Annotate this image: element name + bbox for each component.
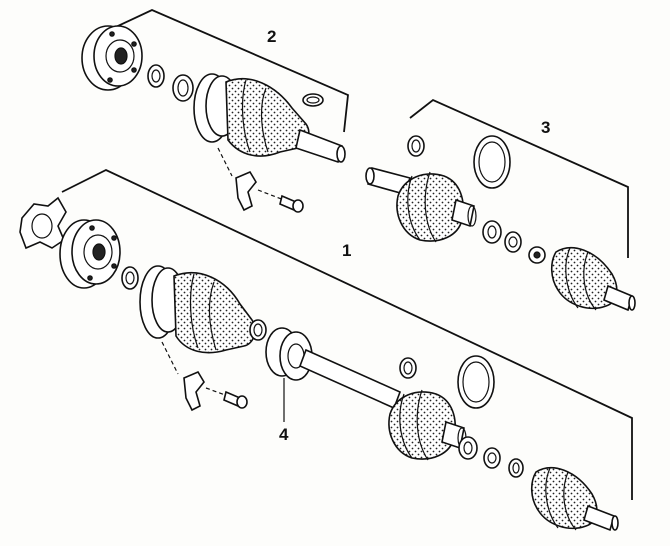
- right-clamp-large: [473, 135, 511, 189]
- lower-ring-1: [458, 436, 478, 460]
- callout-2: 2: [267, 27, 276, 46]
- lower-clamp-small: [399, 357, 417, 379]
- lower-lock-plate: [161, 341, 205, 412]
- bracket-3: [409, 98, 629, 258]
- lower-circlip: [121, 266, 139, 290]
- lower-bearing: [265, 327, 313, 381]
- right-star-nut: [528, 246, 546, 264]
- right-cv-spline: [451, 198, 477, 228]
- bracket-1: [61, 168, 633, 500]
- lower-main-shaft: [298, 348, 402, 410]
- lower-outer-boot: [530, 467, 598, 531]
- upper-washer: [172, 74, 194, 102]
- lower-outer-stub: [583, 504, 619, 532]
- lower-clamp: [249, 319, 267, 341]
- callout-4: 4: [279, 425, 289, 444]
- upper-circlip: [147, 64, 165, 88]
- lower-bolt: [205, 387, 248, 409]
- callout-1: 1: [342, 241, 351, 260]
- lower-flange-joint: [59, 219, 121, 289]
- lower-ring-2: [483, 447, 501, 469]
- callout-3: 3: [541, 118, 550, 137]
- upper-bolt: [257, 189, 304, 213]
- bracket-2: [87, 9, 349, 133]
- lower-boot: [173, 271, 256, 354]
- right-ring-1: [482, 220, 502, 244]
- right-clamp-small: [407, 135, 425, 157]
- lower-gear-plate: [19, 196, 67, 250]
- upper-shaft-stub: [295, 128, 346, 164]
- right-outer-stub: [603, 284, 636, 312]
- upper-lock-plate: [217, 147, 257, 212]
- lower-cv-boot: [388, 389, 456, 461]
- upper-boot: [225, 77, 310, 157]
- upper-clamp: [302, 93, 324, 107]
- lower-circlip-2: [508, 458, 524, 478]
- right-cv-boot: [396, 171, 464, 243]
- upper-flange-joint: [81, 25, 143, 91]
- right-ring-2: [504, 231, 522, 253]
- right-outer-boot: [550, 247, 618, 311]
- lower-clamp-large: [457, 355, 495, 409]
